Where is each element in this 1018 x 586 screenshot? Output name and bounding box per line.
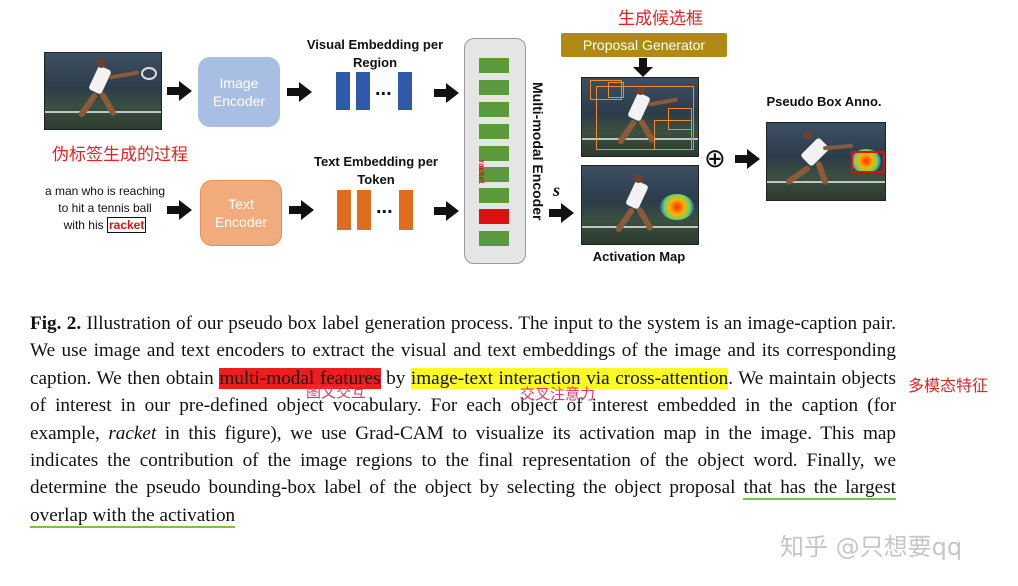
annotation-cross-attention: 交叉注意力: [520, 385, 596, 403]
arrow-icon: [287, 82, 312, 102]
watermark: 知乎 @只想要qq: [780, 533, 963, 561]
arrow-icon: [289, 200, 314, 220]
input-caption: a man who is reaching to hit a tennis ba…: [44, 184, 166, 233]
arrow-icon: [167, 200, 192, 220]
highlight-cross-attention: image-text interaction via cross-attenti…: [410, 367, 729, 389]
arrow-icon: [549, 203, 574, 223]
visual-embedding-title: Visual Embedding per Region: [306, 37, 444, 70]
proposal-box: [596, 86, 694, 150]
annotation-image-text-interaction: 图文交互: [306, 383, 367, 401]
proposal-box: [654, 120, 692, 150]
mm-token: [479, 167, 509, 182]
proposal-generator: Proposal Generator: [561, 33, 727, 57]
annotation-multimodal-features: 多模态特征: [908, 376, 989, 395]
mm-token: [479, 102, 509, 117]
arrow-icon: [434, 201, 459, 221]
ellipsis: ...: [375, 78, 392, 100]
visual-embedding-bar: [336, 72, 350, 110]
caption-word-racket: racket: [106, 217, 147, 233]
mm-token: [479, 80, 509, 95]
text-embedding-bar: [357, 190, 371, 230]
s-label: s: [553, 180, 561, 200]
activation-map-label: Activation Map: [592, 249, 686, 264]
pseudo-box-label: Pseudo Box Anno.: [766, 94, 882, 109]
activation-heatmap: [660, 194, 694, 220]
pseudo-box-image: [766, 122, 886, 201]
mm-token-racket: [479, 209, 509, 224]
proposals-image: [581, 77, 699, 157]
mm-token: [479, 231, 509, 246]
activation-image: [581, 165, 699, 245]
underline-overlap: that has the largest overlap with the ac…: [30, 477, 896, 528]
mm-token: [479, 124, 509, 139]
text-embedding-bar: [399, 190, 413, 230]
pseudo-box: [851, 151, 885, 173]
arrow-down-icon: [633, 58, 653, 77]
highlight-multimodal-features: multi-modal features: [219, 367, 381, 389]
multimodal-encoder-label: Multi-modal Encoder: [530, 82, 546, 221]
arrow-icon: [167, 81, 192, 101]
mm-token: [479, 188, 509, 203]
proposal-box: [590, 80, 622, 100]
text-encoder: Text Encoder: [200, 180, 282, 246]
oplus-icon: ⊕: [704, 144, 726, 174]
visual-embedding-bar: [356, 72, 370, 110]
input-image: [44, 52, 162, 130]
annotation-pseudo-label-process: 伪标签生成的过程: [52, 145, 188, 165]
text-embedding-title: Text Embedding per Token: [314, 154, 438, 187]
pseudo-heatmap: [851, 149, 881, 173]
mm-token: [479, 146, 509, 161]
proposal-box: [668, 108, 692, 130]
image-encoder: Image Encoder: [198, 57, 280, 127]
annotation-generate-proposals: 生成候选框: [618, 9, 703, 29]
fig-label: Fig. 2.: [30, 313, 82, 334]
figure-caption: Fig. 2. Illustration of our pseudo box l…: [30, 313, 896, 528]
mm-token: [479, 58, 509, 73]
arrow-icon: [434, 83, 459, 103]
mm-token-racket-label: racket: [477, 160, 486, 184]
visual-embedding-bar: [398, 72, 412, 110]
text-embedding-bar: [337, 190, 351, 230]
arrow-icon: [735, 149, 760, 169]
proposal-box: [608, 82, 624, 98]
ellipsis: ...: [376, 196, 393, 218]
